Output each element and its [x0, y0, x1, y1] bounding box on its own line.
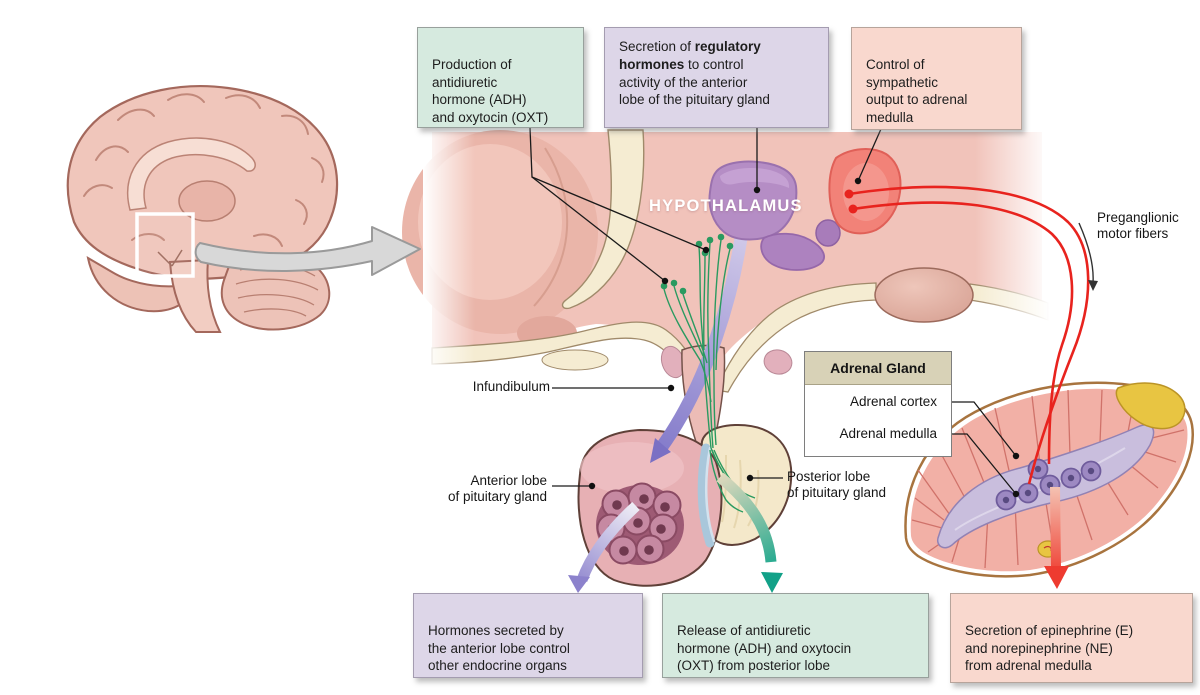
neurosecretory-neurons: [660, 233, 758, 513]
posterior-release-arrow: [716, 472, 783, 593]
right-fade: [975, 124, 1050, 334]
preganglionic-label: Preganglionic motor fibers: [1097, 210, 1179, 242]
adipose-tissue: [1115, 382, 1186, 430]
adrenal-gland-panel-title: Adrenal Gland: [805, 352, 951, 385]
infundibulum-label: Infundibulum: [472, 379, 550, 394]
adrenal-gland-panel: Adrenal Gland Adrenal cortex Adrenal med…: [804, 351, 952, 457]
brain-inset: [66, 85, 339, 333]
preganglionic-fibers: [844, 185, 1090, 485]
anterior-lobe-label: Anterior lobe of pituitary gland: [447, 473, 547, 505]
callout-epinephrine-secretion: Secretion of epinephrine (E) and norepin…: [950, 593, 1193, 683]
callout-sympathetic-text: Control of sympathetic output to adrenal…: [866, 56, 968, 126]
adrenal-gland-art: [904, 381, 1194, 578]
pituitary-art: [577, 344, 793, 587]
zoom-arrow: [194, 226, 421, 276]
regulatory-hormone-arrow: [650, 237, 748, 463]
callout-anterior-hormones-text: Hormones secreted by the anterior lobe c…: [428, 622, 570, 674]
callout-adh-release: Release of antidiuretic hormone (ADH) an…: [662, 593, 929, 678]
mammillary-body: [874, 267, 974, 323]
adrenal-secretion-arrow: [1044, 486, 1069, 589]
gyri: [83, 93, 325, 247]
hypothalamus-label: HYPOTHALAMUS: [649, 197, 803, 215]
thalamus: [178, 180, 236, 222]
adrenal-cortex-label: Adrenal cortex: [849, 394, 937, 409]
callout-adh-production: Production of antidiuretic hormone (ADH)…: [417, 27, 584, 128]
callout-regulatory-bold: regulatory hormones: [619, 39, 761, 72]
left-fade: [423, 124, 475, 370]
callout-regulatory-hormones: Secretion of regulatory hormones to cont…: [604, 27, 829, 128]
posterior-lobe-label: Posterior lobe of pituitary gland: [787, 469, 887, 501]
chromaffin-cells: [995, 458, 1102, 511]
callout-sympathetic-control: Control of sympathetic output to adrenal…: [851, 27, 1022, 130]
inset-highlight-box: [135, 212, 195, 278]
callout-anterior-hormones: Hormones secreted by the anterior lobe c…: [413, 593, 643, 678]
anterior-secretion-arrow: [568, 501, 640, 593]
preganglionic-pointer-arrow: [1078, 222, 1098, 291]
callout-epinephrine-text: Secretion of epinephrine (E) and norepin…: [965, 622, 1134, 674]
callout-regulatory-pre: Secretion of: [619, 39, 695, 54]
adrenal-medulla-label: Adrenal medulla: [839, 426, 937, 441]
callout-adh-production-text: Production of antidiuretic hormone (ADH)…: [432, 56, 549, 126]
callout-regulatory-post: to control activity of the anterior lobe…: [619, 56, 770, 108]
anterior-cell-cluster: [596, 482, 684, 565]
leader-dots: [588, 177, 1020, 498]
callout-adh-release-text: Release of antidiuretic hormone (ADH) an…: [677, 622, 852, 674]
corpus-callosum: [126, 137, 256, 211]
